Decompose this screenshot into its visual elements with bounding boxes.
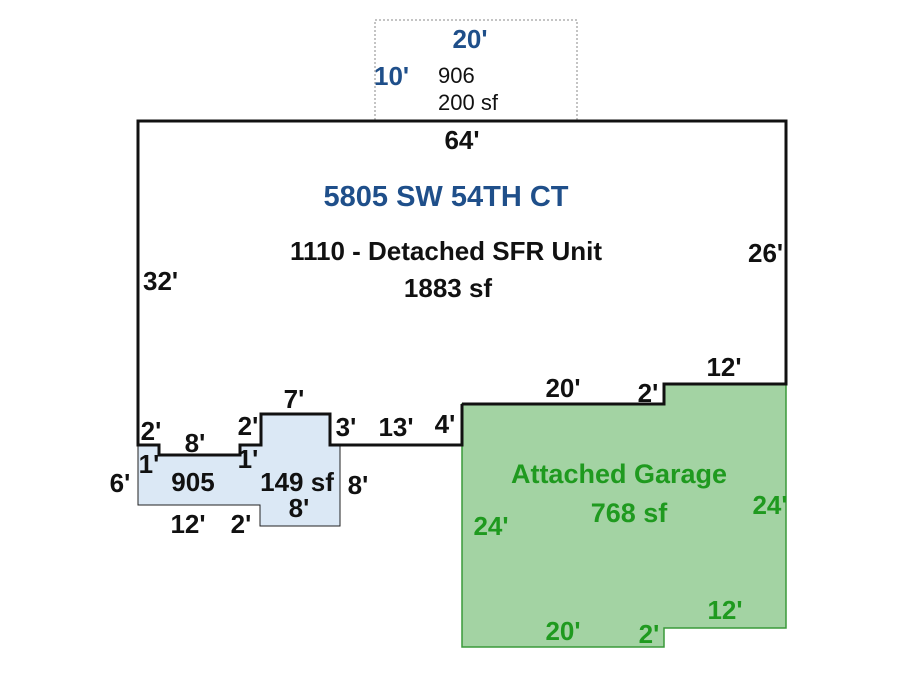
main-unit-outline: [136, 119, 788, 457]
porch-dim-inner-left: 1': [139, 449, 160, 479]
main-dim-top: 64': [444, 125, 479, 155]
porch-code: 905: [171, 467, 214, 497]
main-dim-step-7: 7': [284, 384, 305, 414]
garage-dim-bottom-right: 12': [707, 595, 742, 625]
main-dim-left: 32': [143, 266, 178, 296]
main-dim-step-2a: 2': [638, 378, 659, 408]
porch-dim-right: 8': [348, 470, 369, 500]
porch-dim-bottom-right: 8': [289, 493, 310, 523]
garage-dim-right: 24': [752, 490, 787, 520]
main-dim-step-2c: 2': [141, 416, 162, 446]
patio-code: 906: [438, 63, 475, 88]
address-label: 5805 SW 54TH CT: [324, 181, 569, 213]
main-dim-step-4: 4': [435, 409, 456, 439]
patio-area: 200 sf: [438, 90, 499, 115]
main-dim-step-3: 3': [336, 412, 357, 442]
garage-dim-left: 24': [473, 511, 508, 541]
main-dim-step-8: 8': [185, 428, 206, 458]
garage-area: 768 sf: [591, 498, 669, 528]
porch-dim-bottom: 12': [170, 509, 205, 539]
main-unit-area: 1883 sf: [404, 273, 493, 303]
main-dim-step-13: 13': [378, 412, 413, 442]
main-dim-right: 26': [748, 238, 783, 268]
porch-area: 149 sf: [260, 467, 334, 497]
porch-dim-inner-right: 1': [238, 444, 259, 474]
patio-dim-top: 20': [452, 24, 487, 54]
patio-dim-left: 10': [374, 61, 409, 91]
garage-dim-bottom: 20': [545, 616, 580, 646]
porch-dim-left: 6': [110, 468, 131, 498]
main-unit-label: 1110 - Detached SFR Unit: [290, 236, 602, 266]
main-dim-step-12: 12': [706, 352, 741, 382]
garage-dim-bottom-step: 2': [639, 619, 660, 649]
garage-label: Attached Garage: [511, 459, 727, 489]
main-dim-step-2b: 2': [238, 411, 259, 441]
patio-outline: [374, 19, 578, 121]
main-dim-step-20: 20': [545, 373, 580, 403]
porch-dim-bottom-step: 2': [231, 509, 252, 539]
